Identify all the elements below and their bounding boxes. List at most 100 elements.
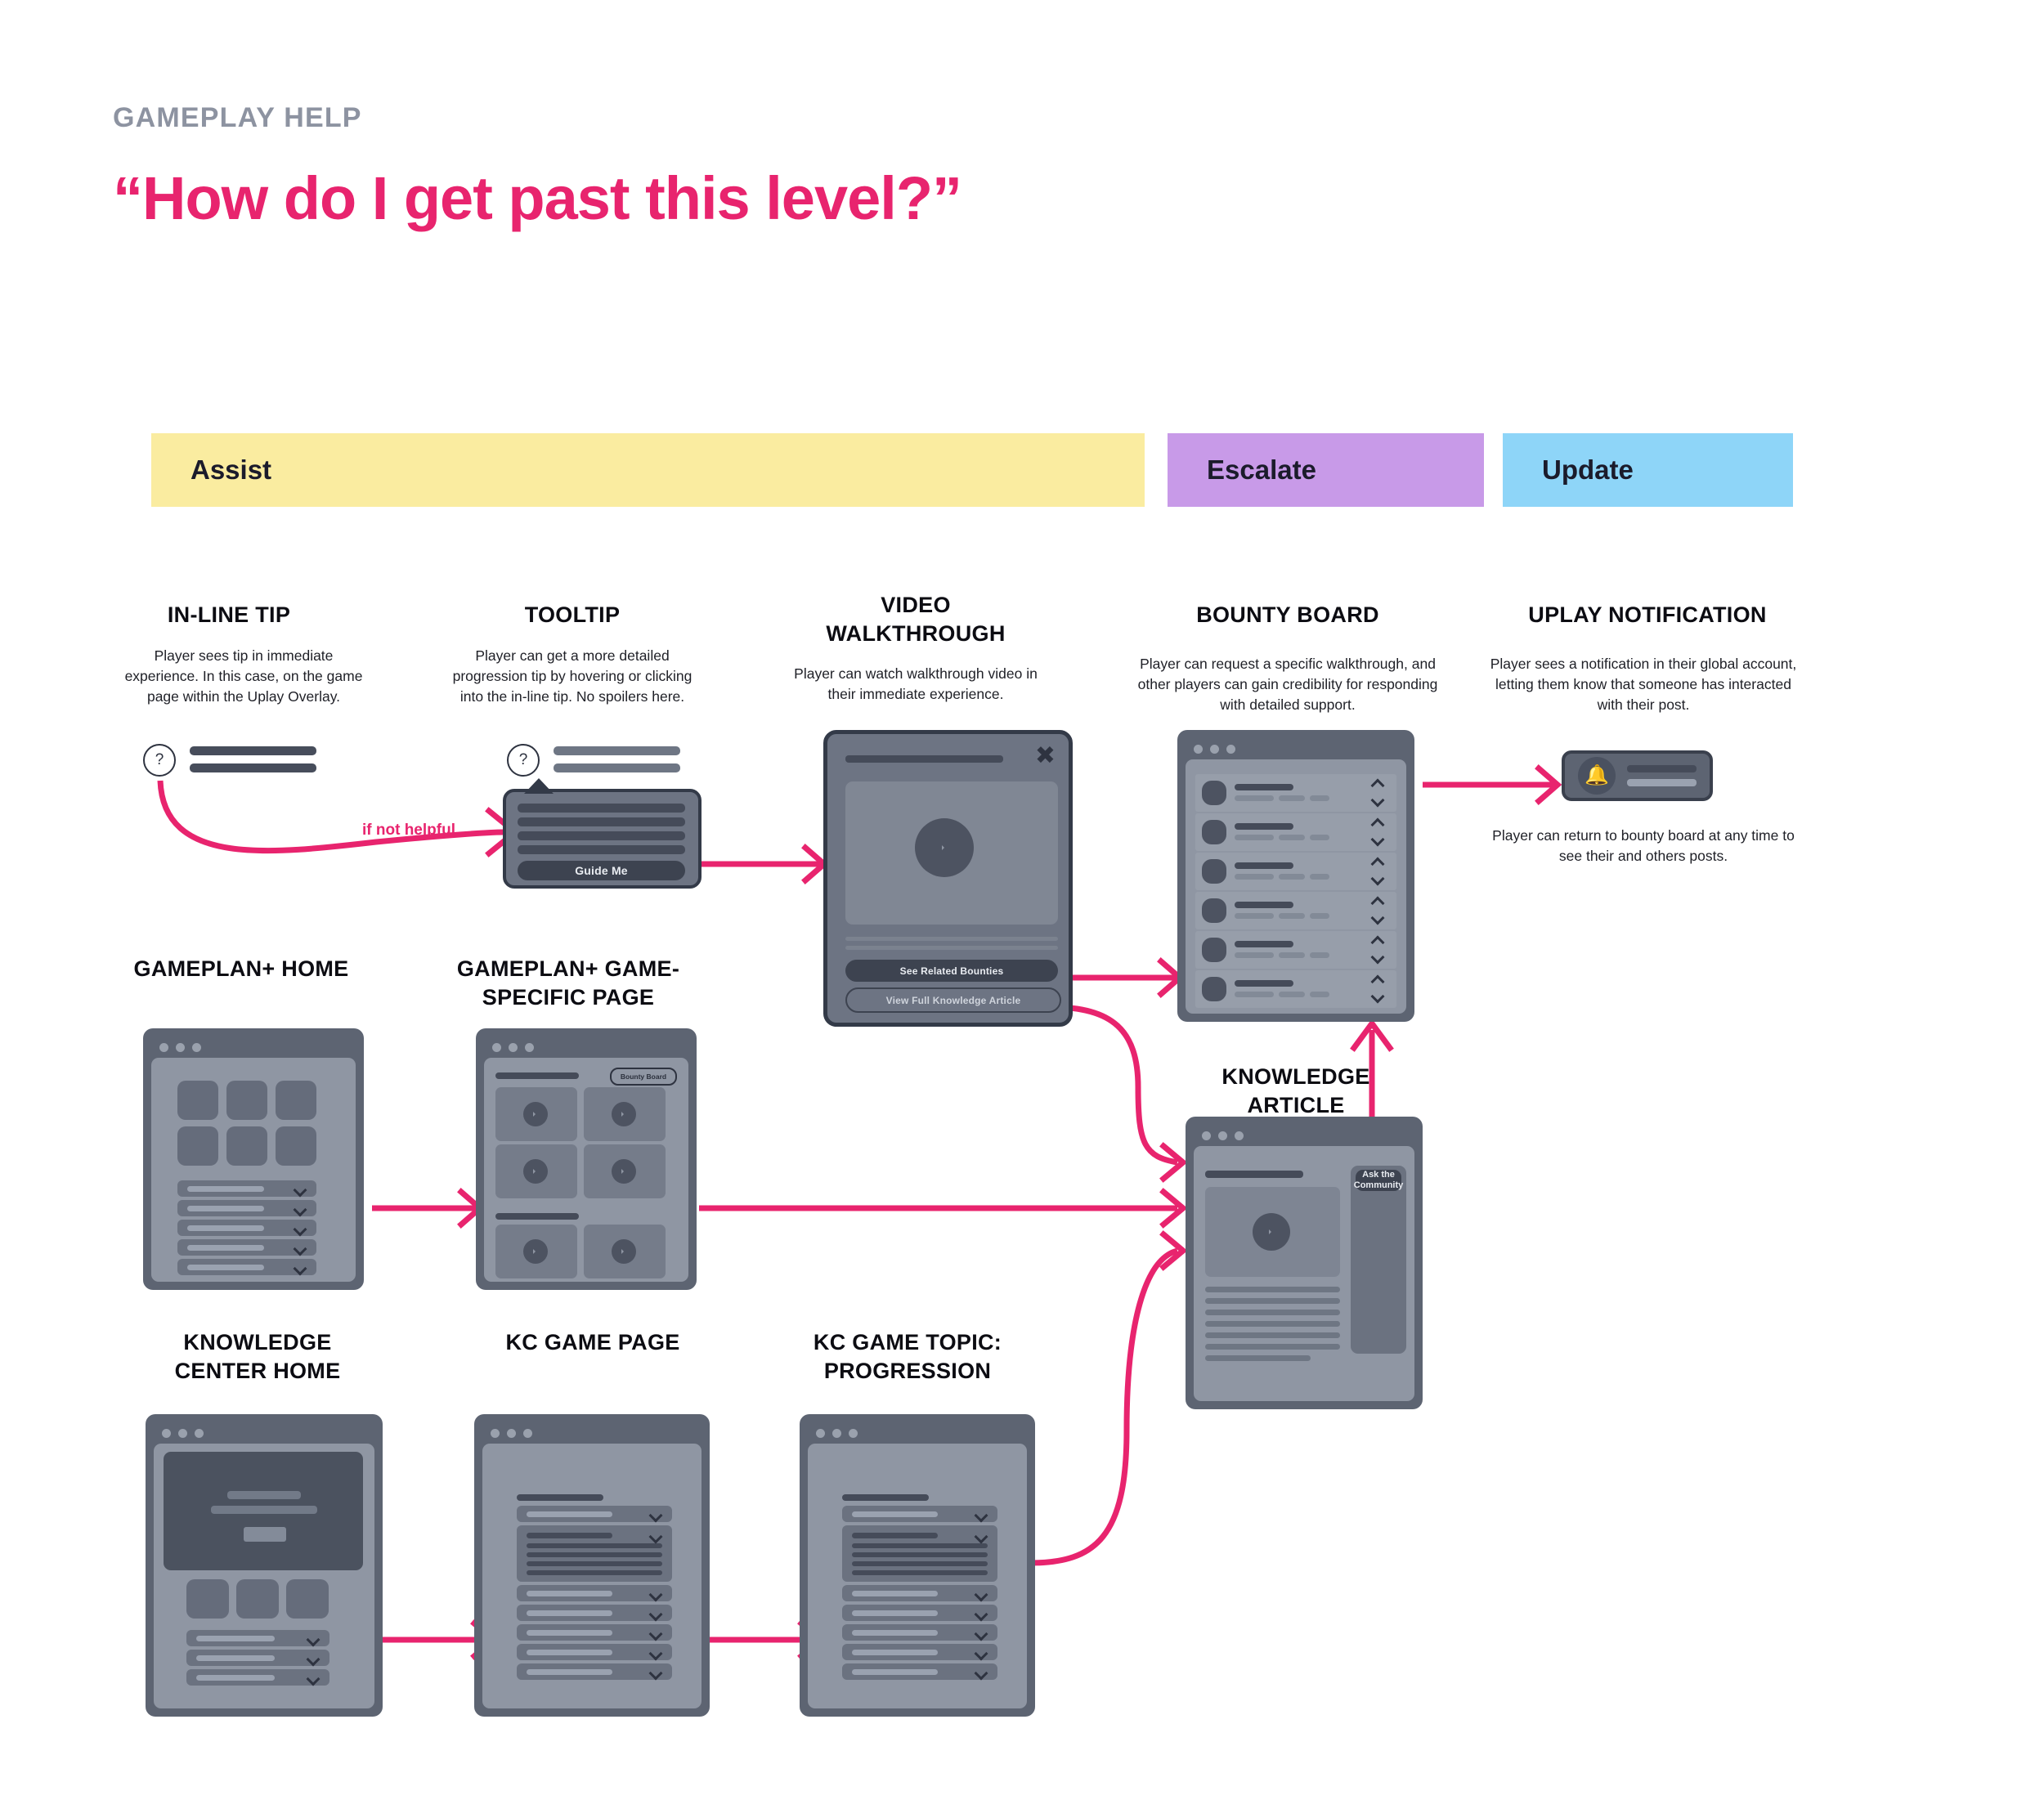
help-question-icon[interactable]: ? [143, 744, 176, 777]
bounty-row[interactable] [1195, 774, 1396, 812]
game-tile[interactable] [226, 1126, 267, 1166]
chevron-down-icon[interactable] [307, 1674, 320, 1681]
game-tile[interactable] [177, 1081, 218, 1120]
video-card[interactable] [495, 1087, 577, 1141]
accordion-item[interactable] [517, 1644, 672, 1660]
text-placeholder-line [1627, 765, 1697, 772]
accordion-label-placeholder [852, 1629, 938, 1636]
uplay-notification-toast[interactable]: 🔔 [1562, 750, 1713, 801]
chevron-down-icon[interactable] [307, 1654, 320, 1662]
chevron-down-icon[interactable] [649, 1511, 662, 1518]
play-icon[interactable] [523, 1102, 548, 1126]
accordion-item[interactable] [177, 1180, 316, 1197]
vote-stepper-icon[interactable] [1370, 779, 1385, 807]
play-icon[interactable] [523, 1159, 548, 1184]
play-icon[interactable] [523, 1239, 548, 1264]
category-tile[interactable] [236, 1579, 279, 1619]
vote-stepper-icon[interactable] [1370, 857, 1385, 885]
game-tile[interactable] [226, 1081, 267, 1120]
accordion-list[interactable] [177, 1180, 316, 1278]
article-video[interactable] [1205, 1187, 1340, 1277]
chevron-down-icon[interactable] [975, 1610, 988, 1617]
chevron-down-icon[interactable] [975, 1590, 988, 1597]
vote-stepper-icon[interactable] [1370, 975, 1385, 1003]
accordion-item[interactable] [177, 1259, 316, 1275]
accordion-item[interactable] [186, 1669, 329, 1686]
category-tile[interactable] [186, 1579, 229, 1619]
chevron-down-icon[interactable] [294, 1185, 307, 1193]
video-card[interactable] [584, 1225, 666, 1278]
bounty-row[interactable] [1195, 813, 1396, 851]
game-tile[interactable] [276, 1081, 316, 1120]
video-card[interactable] [495, 1225, 577, 1278]
accordion-item[interactable] [842, 1644, 997, 1660]
play-icon[interactable] [915, 818, 974, 877]
game-tile[interactable] [177, 1126, 218, 1166]
video-card[interactable] [584, 1087, 666, 1141]
video-card[interactable] [495, 1144, 577, 1198]
accordion-item[interactable] [842, 1605, 997, 1621]
accordion-item[interactable] [517, 1506, 672, 1522]
help-question-icon[interactable]: ? [507, 744, 540, 777]
accordion-item[interactable] [177, 1200, 316, 1216]
bounty-row-list[interactable] [1195, 774, 1396, 1008]
see-related-bounties-button[interactable]: See Related Bounties [845, 960, 1058, 982]
chevron-down-icon[interactable] [649, 1590, 662, 1597]
accordion-list[interactable] [186, 1630, 329, 1689]
vote-stepper-icon[interactable] [1370, 936, 1385, 964]
accordion-item[interactable] [517, 1585, 672, 1601]
chevron-down-icon[interactable] [649, 1668, 662, 1676]
chevron-down-icon[interactable] [649, 1649, 662, 1656]
accordion-list[interactable] [842, 1506, 997, 1683]
accordion-item[interactable] [517, 1605, 672, 1621]
guide-me-button[interactable]: Guide Me [518, 861, 685, 880]
game-tile[interactable] [276, 1126, 316, 1166]
vote-stepper-icon[interactable] [1370, 897, 1385, 925]
accordion-item[interactable] [842, 1506, 997, 1522]
accordion-item[interactable] [177, 1239, 316, 1256]
accordion-item[interactable] [517, 1525, 672, 1582]
accordion-item[interactable] [517, 1663, 672, 1680]
chevron-down-icon[interactable] [975, 1649, 988, 1656]
view-full-knowledge-article-button[interactable]: View Full Knowledge Article [845, 987, 1061, 1013]
hero-cta-button[interactable] [244, 1527, 286, 1542]
play-icon[interactable] [612, 1159, 636, 1184]
accordion-item[interactable] [842, 1624, 997, 1641]
play-icon[interactable] [1253, 1213, 1290, 1251]
chevron-down-icon[interactable] [649, 1610, 662, 1617]
bounty-board-badge[interactable]: Bounty Board [610, 1068, 677, 1086]
bounty-row[interactable] [1195, 892, 1396, 929]
accordion-item[interactable] [842, 1663, 997, 1680]
accordion-item[interactable] [842, 1525, 997, 1582]
chevron-down-icon[interactable] [294, 1225, 307, 1232]
bounty-row[interactable] [1195, 970, 1396, 1008]
accordion-item[interactable] [842, 1585, 997, 1601]
play-icon[interactable] [612, 1239, 636, 1264]
play-icon[interactable] [612, 1102, 636, 1126]
inline-tip-wireframe: ? [143, 740, 331, 786]
chevron-down-icon[interactable] [649, 1532, 662, 1539]
chevron-down-icon[interactable] [307, 1635, 320, 1642]
vote-stepper-icon[interactable] [1370, 818, 1385, 846]
accordion-list[interactable] [517, 1506, 672, 1683]
close-icon[interactable]: ✖ [1034, 742, 1056, 769]
chevron-down-icon[interactable] [649, 1629, 662, 1637]
chevron-down-icon[interactable] [294, 1264, 307, 1271]
chevron-down-icon[interactable] [294, 1205, 307, 1212]
chevron-down-icon[interactable] [975, 1511, 988, 1518]
accordion-item[interactable] [186, 1630, 329, 1646]
chevron-down-icon[interactable] [975, 1532, 988, 1539]
bounty-row[interactable] [1195, 931, 1396, 969]
accordion-item[interactable] [517, 1624, 672, 1641]
accordion-item[interactable] [186, 1650, 329, 1666]
meta-placeholder [1235, 952, 1274, 958]
chevron-down-icon[interactable] [294, 1244, 307, 1251]
bounty-row[interactable] [1195, 853, 1396, 890]
chevron-down-icon[interactable] [975, 1668, 988, 1676]
ask-the-community-button[interactable]: Ask the Community [1353, 1169, 1404, 1191]
video-player[interactable] [845, 781, 1058, 925]
video-card[interactable] [584, 1144, 666, 1198]
chevron-down-icon[interactable] [975, 1629, 988, 1637]
category-tile[interactable] [286, 1579, 329, 1619]
accordion-item[interactable] [177, 1220, 316, 1236]
